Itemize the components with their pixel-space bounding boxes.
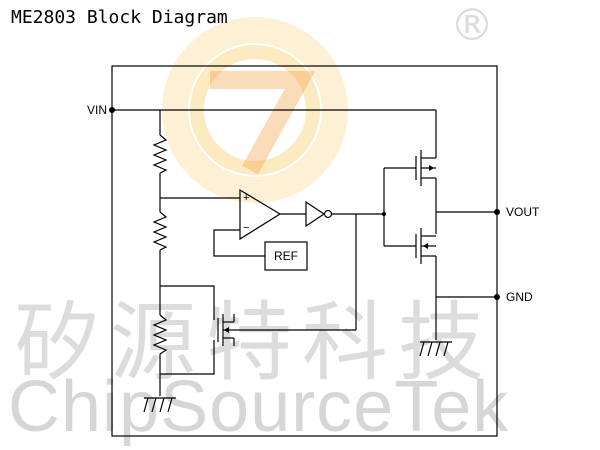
chip-outline [111,65,498,437]
ground-symbol-left [143,397,176,413]
vin-label: VIN [87,103,108,117]
comparator-plus-label: + [243,192,250,204]
inverter [305,200,326,228]
resistor-r1 [152,134,168,174]
vout-label: VOUT [506,205,540,219]
gnd-node [494,294,500,300]
comparator-minus-label: − [243,222,250,234]
registered-mark: ® [450,0,494,51]
watermark-english-text: ChipSourceTek [8,367,510,447]
page-title: ME2803 Block Diagram [11,7,228,28]
resistor-r3 [152,314,168,355]
vout-node [494,209,500,215]
ref-block [264,241,308,271]
gnd-label: GND [506,290,533,304]
watermark-chinese-text: 矽源特科技 [14,293,494,393]
comparator [239,188,282,241]
vin-node [109,107,115,113]
ref-label: REF [274,249,298,263]
resistor-r2 [152,211,168,251]
ground-symbol-right [419,341,452,357]
